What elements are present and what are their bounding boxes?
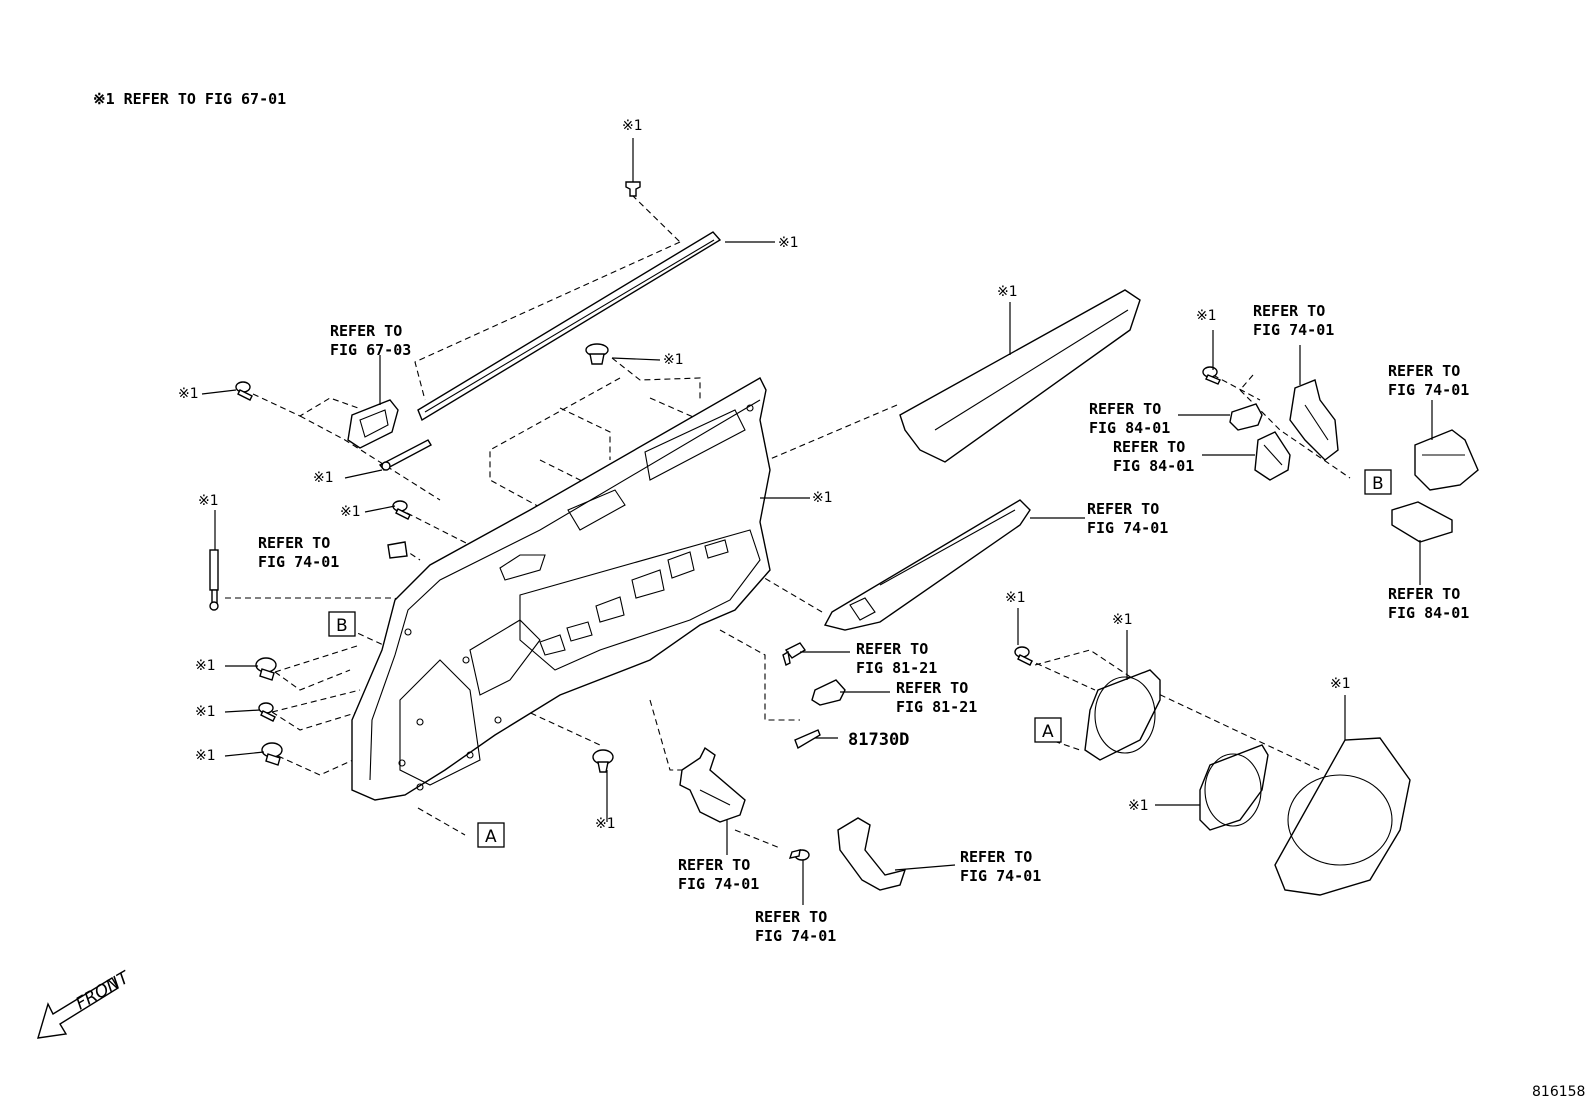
mark-screw-right: ※1 bbox=[1196, 308, 1217, 324]
rod bbox=[378, 439, 432, 471]
mark-clip-l2: ※1 bbox=[195, 704, 216, 720]
mark-push-clip: ※1 bbox=[663, 352, 684, 368]
clip-center bbox=[592, 749, 614, 773]
mark-screw-left: ※1 bbox=[178, 386, 199, 402]
clip-top bbox=[625, 181, 641, 197]
svg-text:A: A bbox=[485, 827, 497, 847]
mark-weatherstrip: ※1 bbox=[778, 235, 799, 251]
wire-clip bbox=[794, 729, 821, 750]
mark-clip-l3: ※1 bbox=[195, 748, 216, 764]
svg-text:A: A bbox=[1042, 722, 1054, 742]
switch-c bbox=[1391, 501, 1453, 543]
mark-speaker-grille: ※1 bbox=[1330, 676, 1351, 692]
callout-b-right: B bbox=[1364, 469, 1392, 495]
mark-clip-l1: ※1 bbox=[195, 658, 216, 674]
switch-b bbox=[1254, 431, 1291, 481]
push-clip bbox=[585, 343, 609, 365]
diagram-id: 816158 bbox=[1532, 1084, 1585, 1099]
weatherstrip bbox=[417, 231, 722, 422]
clip-l3 bbox=[261, 742, 283, 766]
callout-b-left: B bbox=[328, 611, 356, 637]
mark-screw-speaker: ※1 bbox=[1005, 590, 1026, 606]
bracket-right bbox=[1289, 379, 1339, 461]
door-trim-panel bbox=[351, 377, 771, 801]
mark-speaker-front: ※1 bbox=[1112, 612, 1133, 628]
bezel-right bbox=[1414, 429, 1479, 491]
callout-a-left: A bbox=[477, 822, 505, 848]
lower-bracket bbox=[679, 746, 746, 823]
speaker-bracket-front bbox=[1084, 669, 1161, 761]
screw-right bbox=[1202, 366, 1221, 385]
speaker-grille bbox=[1274, 737, 1411, 896]
screw-left-1 bbox=[235, 381, 253, 401]
part-number: 81730D bbox=[848, 730, 909, 750]
mark-upper-trim: ※1 bbox=[997, 284, 1018, 300]
callout-a-right: A bbox=[1034, 717, 1062, 743]
screw-bottom bbox=[788, 849, 810, 861]
svg-text:B: B bbox=[1372, 474, 1384, 494]
mark-speaker-rear: ※1 bbox=[1128, 798, 1149, 814]
switch-bezel bbox=[811, 679, 846, 706]
screw-mid bbox=[392, 500, 411, 520]
mark-clip-top: ※1 bbox=[622, 118, 643, 134]
pad bbox=[387, 541, 408, 559]
front-arrow: FRONT bbox=[37, 967, 135, 1039]
mark-door-panel: ※1 bbox=[812, 490, 833, 506]
leader-lines bbox=[201, 138, 1433, 905]
strut bbox=[209, 549, 219, 611]
svg-text:B: B bbox=[336, 616, 348, 636]
header-note: ※1 REFER TO FIG 67-01 bbox=[93, 90, 286, 108]
clip-l2 bbox=[258, 702, 276, 722]
bulb bbox=[782, 642, 807, 666]
mark-rod: ※1 bbox=[313, 470, 334, 486]
screw-speaker bbox=[1014, 646, 1033, 666]
mark-screw-mid: ※1 bbox=[340, 504, 361, 520]
mark-strut: ※1 bbox=[198, 493, 219, 509]
svg-text:FRONT: FRONT bbox=[73, 967, 135, 1014]
handle-bracket bbox=[347, 399, 399, 449]
upper-trim-strip bbox=[899, 289, 1141, 463]
pocket-cover bbox=[837, 817, 907, 891]
clip-l1 bbox=[255, 657, 277, 681]
speaker-bracket-rear bbox=[1199, 744, 1269, 831]
switch-a bbox=[1229, 403, 1263, 431]
mark-clip-center: ※1 bbox=[595, 816, 616, 832]
armrest-panel bbox=[823, 499, 1031, 631]
